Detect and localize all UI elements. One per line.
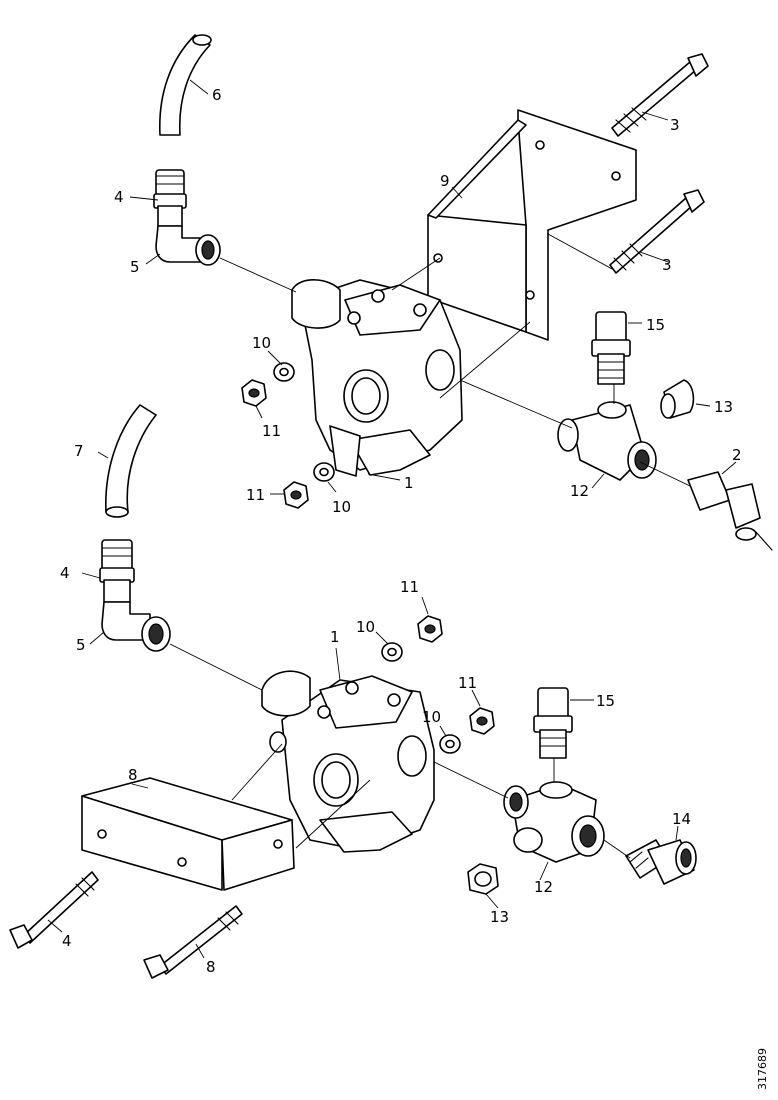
callout-2: 2 bbox=[732, 446, 742, 464]
drawing-code: 317689 bbox=[756, 1048, 769, 1090]
callout-4: 4 bbox=[62, 932, 72, 950]
tee-12-lower bbox=[503, 781, 605, 863]
callout-11: 11 bbox=[458, 674, 477, 692]
bolt-3-upper-b bbox=[609, 189, 705, 274]
callout-1: 1 bbox=[404, 474, 414, 492]
callout-10: 10 bbox=[422, 708, 441, 726]
nut-11-lower-a bbox=[417, 615, 443, 643]
elbow-5-lower bbox=[101, 601, 171, 652]
fitting-14-lower bbox=[625, 839, 697, 885]
bolt-3-upper-a bbox=[611, 53, 709, 137]
callout-9: 9 bbox=[440, 172, 450, 190]
callout-15: 15 bbox=[646, 316, 665, 334]
callout-3: 3 bbox=[662, 256, 672, 274]
callout-12: 12 bbox=[534, 878, 553, 896]
nut-11-upper-b bbox=[283, 481, 309, 509]
callout-14: 14 bbox=[672, 810, 691, 828]
callout-10: 10 bbox=[332, 498, 351, 516]
fitting-4-lower bbox=[99, 539, 135, 603]
callout-12: 12 bbox=[570, 482, 589, 500]
callout-10: 10 bbox=[252, 334, 271, 352]
callout-leaders bbox=[47, 79, 737, 959]
callout-4: 4 bbox=[114, 188, 124, 206]
washer-10-lower-b bbox=[439, 734, 461, 754]
callout-13: 13 bbox=[490, 908, 509, 926]
callout-3: 3 bbox=[670, 116, 680, 134]
callout-15: 15 bbox=[596, 692, 615, 710]
nut-11-upper-a bbox=[241, 379, 267, 407]
fitting-15-lower bbox=[533, 687, 573, 759]
callout-1: 1 bbox=[330, 628, 340, 646]
bracket-9 bbox=[427, 109, 637, 341]
washer-10-lower-a bbox=[381, 642, 403, 662]
connector-2-upper bbox=[687, 471, 773, 551]
washer-10-upper-a bbox=[273, 362, 295, 382]
plug-13-lower bbox=[467, 863, 499, 895]
assembly-lines bbox=[169, 233, 691, 859]
tee-12-upper bbox=[557, 401, 657, 481]
bracket-8-lower bbox=[81, 777, 295, 891]
callout-8: 8 bbox=[128, 766, 138, 784]
fitting-4-upper bbox=[153, 169, 187, 227]
hose-6 bbox=[159, 34, 212, 136]
bolt-4-lower bbox=[9, 871, 99, 949]
elbow-5-upper bbox=[155, 225, 221, 266]
hose-7 bbox=[105, 404, 157, 518]
plug-13-upper bbox=[660, 379, 695, 419]
washer-10-upper-b bbox=[313, 462, 335, 482]
callout-13: 13 bbox=[714, 398, 733, 416]
callout-5: 5 bbox=[76, 636, 86, 654]
callout-5: 5 bbox=[130, 258, 140, 276]
callout-8: 8 bbox=[206, 958, 216, 976]
callout-7: 7 bbox=[74, 442, 84, 460]
valve-1-upper bbox=[291, 279, 463, 477]
callout-4: 4 bbox=[60, 564, 70, 582]
fitting-15-upper bbox=[591, 311, 631, 385]
callout-11: 11 bbox=[246, 486, 265, 504]
callout-11: 11 bbox=[400, 578, 419, 596]
callout-6: 6 bbox=[212, 86, 222, 104]
bolt-8-lower bbox=[143, 905, 243, 979]
valve-1-lower bbox=[261, 670, 435, 853]
callout-labels: 6 3 3 4 5 9 15 10 11 13 7 1 12 2 11 10 4… bbox=[60, 86, 742, 976]
callout-11: 11 bbox=[262, 422, 281, 440]
callout-10: 10 bbox=[356, 618, 375, 636]
nut-11-lower-b bbox=[469, 707, 495, 735]
